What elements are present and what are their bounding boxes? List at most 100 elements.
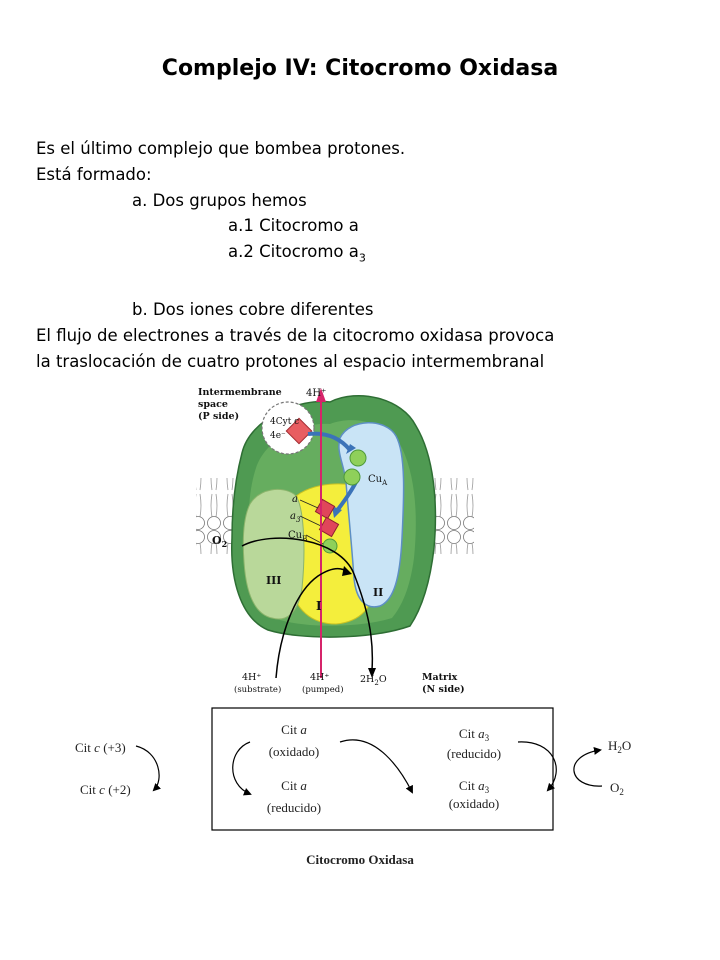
cua-copper-ball-2	[343, 468, 361, 486]
cit-a3-oxidized-subscript: 3	[485, 785, 490, 795]
ims-label-1: Intermembrane	[198, 387, 282, 398]
matrix-label-2: (N side)	[422, 684, 465, 695]
water-label-subscript: 2	[374, 679, 378, 687]
electron-arrow-2-head	[332, 506, 342, 518]
cit-a-oxidized-label-1: Cit a	[281, 722, 307, 737]
arrow-cytc	[135, 745, 162, 792]
heme-a3-label: a3	[290, 511, 301, 524]
cub-label-text: Cu	[288, 530, 303, 541]
oxygen-substrate-label: O2	[610, 780, 624, 797]
heme-a3-label-text: a	[290, 511, 296, 522]
cit-c-reduced-label: Cit c (+2)	[80, 782, 131, 797]
composition-line: Está formado:	[36, 164, 152, 184]
oxygen-label-subscript: 2	[222, 539, 228, 549]
oxygen-substrate-o: O	[610, 780, 619, 795]
oxygen-path-curve	[241, 537, 374, 671]
cit-a-reduced-label-1: Cit a	[281, 778, 307, 793]
item-cytochrome-a3-subscript: 3	[358, 251, 366, 265]
cub-copper-ball	[322, 538, 338, 554]
cit-a3-reduced-pre: Cit	[459, 726, 478, 741]
arrow-a3-cycle	[517, 741, 557, 792]
flux-line-1: El flujo de electrones a través de la ci…	[36, 325, 555, 345]
arrow-a-to-a3	[339, 739, 413, 794]
leader-heme-a	[299, 499, 319, 509]
blank-line	[36, 271, 706, 297]
subunit-i-label: I	[316, 599, 322, 613]
item-copper: b. Dos iones cobre diferentes	[132, 300, 374, 320]
cytochrome-c-heme-icon	[285, 417, 313, 445]
item-cytochrome-a3-text: a.2 Citocromo a	[228, 242, 359, 262]
ims-label-2: space	[198, 399, 228, 410]
electron-arrow-1	[307, 431, 352, 452]
heme-a3-label-subscript: 3	[296, 516, 301, 524]
electron-label: 4e⁻	[270, 431, 286, 441]
intro-line: Es el último complejo que bombea protone…	[36, 139, 406, 158]
item-cytochrome-a3: a.2 Citocromo a3	[36, 239, 706, 271]
subunit-ii	[338, 422, 405, 608]
cua-label: CuA	[368, 474, 388, 487]
cit-a3-oxidized-label-2: (oxidado)	[449, 796, 500, 811]
electron-arrow-1-head	[346, 444, 356, 454]
cua-label-subscript: A	[381, 479, 388, 487]
flux-line-2: la traslocación de cuatro protones al es…	[36, 351, 545, 371]
cit-c-reduced-post: (+2)	[105, 782, 131, 797]
substrate-proton-label: 4H⁺	[242, 672, 261, 683]
cit-a-reduced-pre: Cit	[281, 778, 300, 793]
pumped-proton-label: 4H⁺	[310, 672, 329, 683]
arrow-cit-a	[232, 741, 252, 796]
cit-a3-reduced-subscript: 3	[485, 733, 490, 743]
cua-label-text: Cu	[368, 474, 383, 485]
heme-a-label: a	[292, 494, 298, 505]
cit-a3-reduced-label-1: Cit a3	[459, 726, 490, 743]
water-label-h: 2H	[360, 674, 374, 685]
water-label-o: O	[379, 674, 387, 685]
subunit-ii-label: II	[373, 586, 383, 599]
oxygen-substrate-subscript: 2	[619, 787, 624, 797]
water-product-label: H2O	[608, 738, 631, 755]
cytochrome-c-label: 4Cyt c	[270, 417, 299, 427]
oxygen-label-text: O	[212, 534, 222, 547]
scheme-caption: Citocromo Oxidasa	[306, 852, 414, 867]
cub-label: CuB	[288, 530, 307, 543]
cit-c-oxidized-label: Cit c (+3)	[75, 740, 126, 755]
cit-c-oxidized-post: (+3)	[100, 740, 126, 755]
cit-a-reduced-italic: a	[300, 778, 307, 793]
water-label: 2H2O	[360, 674, 387, 687]
cua-copper-ball-1	[349, 449, 367, 467]
cit-a3-oxidized-label-1: Cit a3	[459, 778, 490, 795]
electron-transfer-scheme: Cit c (+3) Cit c (+2) Cit a (oxidado) Ci…	[75, 707, 631, 867]
ims-label-3: (P side)	[198, 411, 239, 422]
pumped-label: (pumped)	[302, 684, 344, 695]
item-hemes: a. Dos grupos hemos	[132, 190, 307, 210]
cit-a3-reduced-label-2: (reducido)	[447, 746, 501, 761]
cit-a-oxidized-pre: Cit	[281, 722, 300, 737]
description-text: Es el último complejo que bombea protone…	[36, 136, 706, 374]
page-title: Complejo IV: Citocromo Oxidasa	[161, 56, 559, 81]
cit-a-oxidized-label-2: (oxidado)	[269, 744, 320, 759]
cit-a-oxidized-italic: a	[300, 722, 307, 737]
complex-iv-figure: Intermembrane space (P side) 4H⁺ 4Cyt c …	[196, 387, 474, 695]
cit-c-reduced-pre: Cit	[80, 782, 99, 797]
top-proton-label: 4H⁺	[306, 388, 326, 399]
pumped-proton-arrow-head	[316, 388, 326, 402]
cit-c-oxidized-italic: c	[94, 740, 100, 755]
arrow-o2-to-h2o	[573, 746, 603, 787]
water-product-o: O	[622, 738, 631, 753]
substrate-proton-curve	[275, 567, 349, 679]
heme-a3-icon	[318, 516, 340, 538]
matrix-label-1: Matrix	[422, 672, 458, 683]
subunit-iii-label: III	[266, 574, 281, 587]
oxygen-path-arrow-head	[368, 668, 376, 678]
water-product-h: H	[608, 738, 617, 753]
cit-a3-oxidized-pre: Cit	[459, 778, 478, 793]
cit-a3-oxidized-italic: a	[478, 778, 485, 793]
oxygen-label: O2	[212, 534, 227, 549]
item-cytochrome-a: a.1 Citocromo a	[228, 216, 359, 236]
scheme-box	[211, 707, 554, 831]
cit-c-reduced-italic: c	[99, 782, 105, 797]
cit-a3-reduced-italic: a	[478, 726, 485, 741]
water-product-subscript: 2	[617, 745, 622, 755]
substrate-proton-arrow-head	[342, 566, 352, 576]
cit-a-reduced-label-2: (reducido)	[267, 800, 321, 815]
subunit-iii	[242, 488, 305, 620]
